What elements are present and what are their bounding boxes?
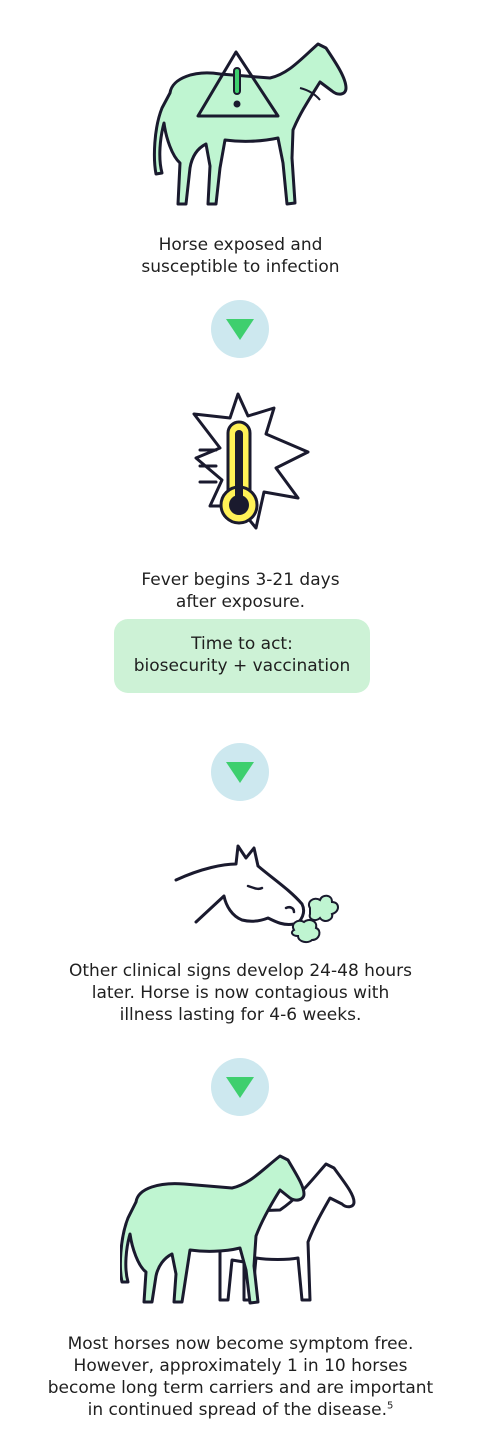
time-to-act-callout: Time to act: biosecurity + vaccination [114, 619, 370, 693]
horse-snorting-icon [174, 844, 339, 944]
footnote-marker: 5 [387, 1400, 394, 1412]
down-arrow-circle [211, 300, 269, 358]
down-arrow-circle [211, 743, 269, 801]
step-1-caption-line: susceptible to infection [141, 257, 340, 277]
callout-line: biosecurity + vaccination [133, 656, 351, 676]
step-2-caption: Fever begins 3-21 days after exposure. [0, 569, 481, 613]
step-3-caption-line: illness lasting for 4-6 weeks. [119, 1005, 362, 1025]
step-1-caption-line: Horse exposed and [158, 235, 323, 255]
down-arrow-circle [211, 1058, 269, 1116]
step-4-caption-line: become long term carriers and are import… [47, 1378, 434, 1398]
step-2-caption-line: after exposure. [175, 592, 306, 612]
callout-line: Time to act: [191, 634, 293, 654]
step-4-caption: Most horses now become symptom free. How… [0, 1333, 481, 1421]
thermometer-icon [192, 392, 310, 530]
step-3-caption: Other clinical signs develop 24-48 hours… [0, 960, 481, 1026]
step-3-caption-line: later. Horse is now contagious with [91, 983, 390, 1003]
step-2-caption-line: Fever begins 3-21 days [141, 570, 340, 590]
triangle-down-icon [226, 1077, 254, 1098]
triangle-down-icon [226, 762, 254, 783]
step-4-caption-line-last: in continued spread of the disease.5 [0, 1399, 481, 1421]
step-3-caption-line: Other clinical signs develop 24-48 hours [69, 961, 412, 981]
step-4-caption-line: However, approximately 1 in 10 horses [73, 1356, 408, 1376]
step-4-caption-text: in continued spread of the disease. [87, 1400, 388, 1420]
triangle-down-icon [226, 319, 254, 340]
horse-warning-icon [152, 42, 348, 206]
step-4-caption-line: Most horses now become symptom free. [67, 1334, 414, 1354]
step-1-caption: Horse exposed and susceptible to infecti… [0, 234, 481, 278]
two-horses-icon [120, 1154, 356, 1305]
